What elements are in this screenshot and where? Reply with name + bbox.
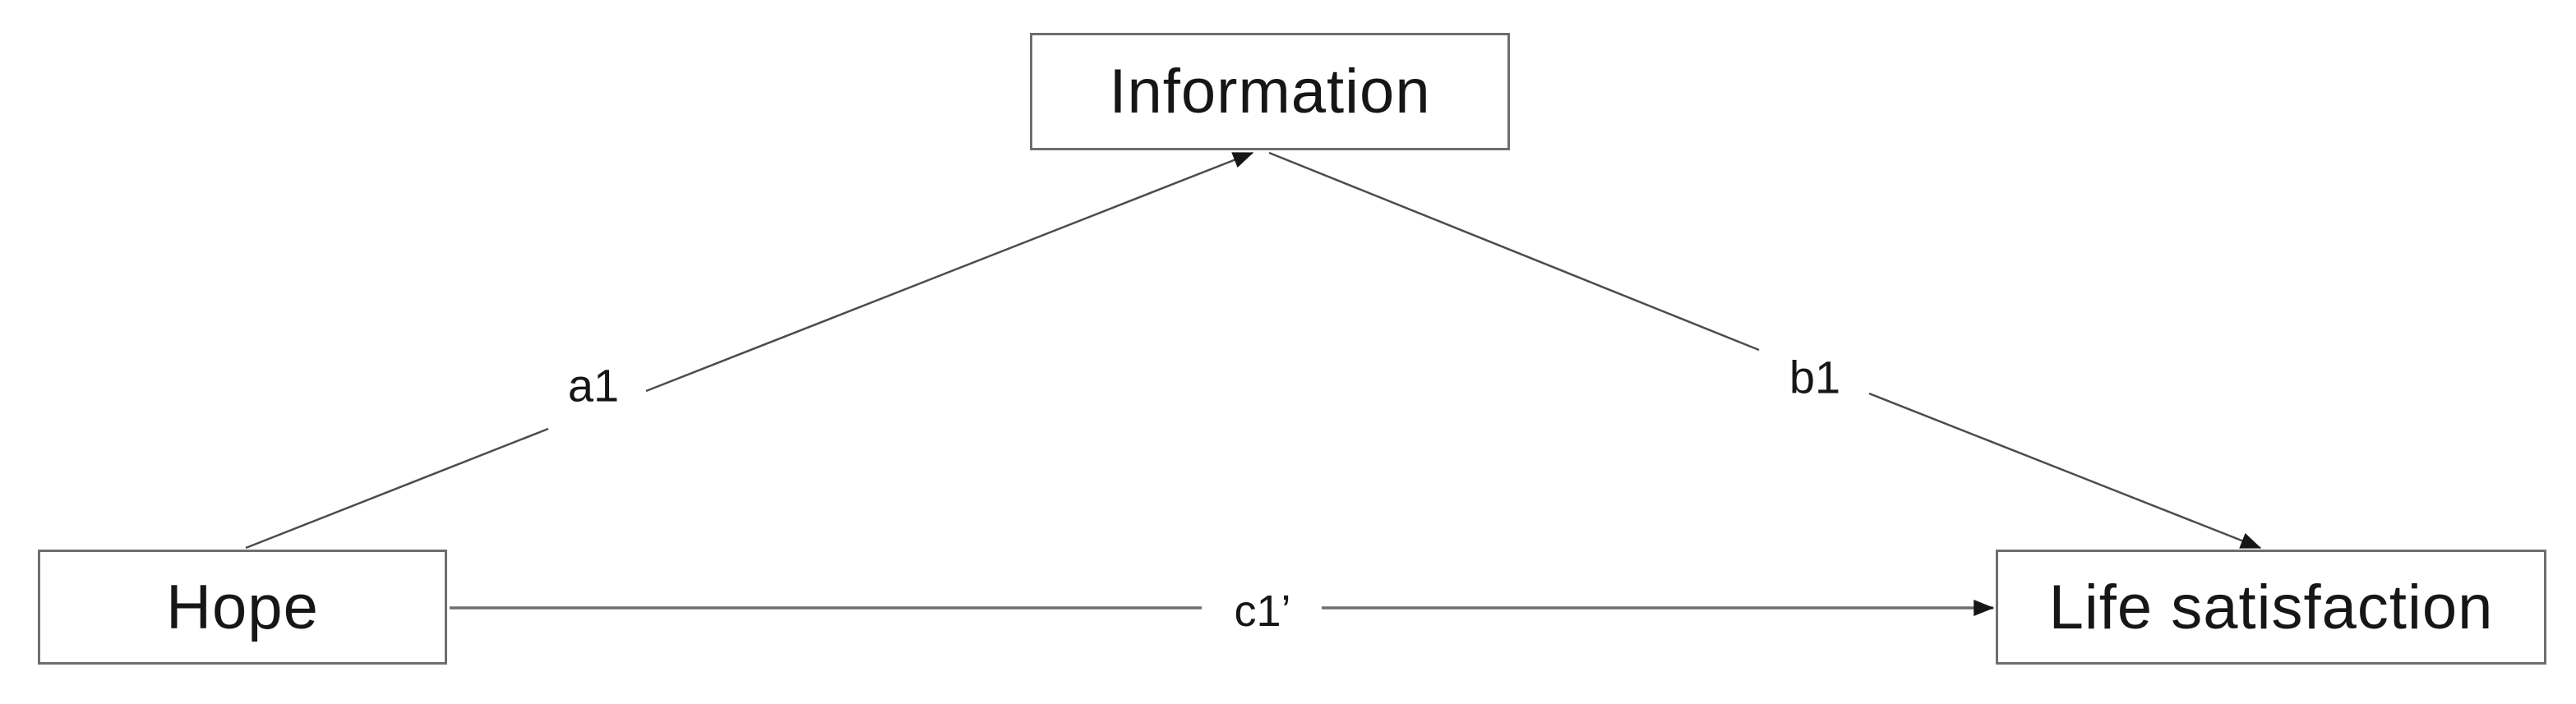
path-b1-line-segment-1 [1268, 151, 1760, 352]
node-hope-label: Hope [166, 572, 319, 642]
path-b1-line-segment-2 [1868, 392, 2262, 550]
path-a1-line-segment-2 [645, 151, 1254, 393]
path-label-a1: a1 [561, 357, 626, 414]
node-information-label: Information [1109, 57, 1431, 127]
node-life-satisfaction-label: Life satisfaction [2048, 572, 2494, 642]
path-a1-line-segment-1 [245, 427, 549, 550]
node-hope: Hope [38, 550, 447, 665]
path-label-b1: b1 [1782, 348, 1848, 406]
node-life-satisfaction: Life satisfaction [1996, 550, 2546, 665]
node-information: Information [1030, 33, 1510, 150]
path-label-c1-prime: c1’ [1227, 584, 1298, 638]
